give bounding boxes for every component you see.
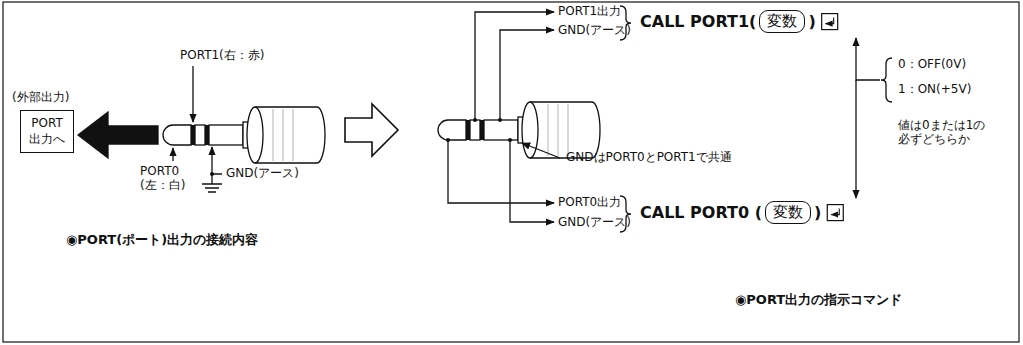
plug-sleeve [209,125,243,145]
pointer-arrow [522,143,560,158]
leader-line [172,148,173,161]
command-text: CALL PORT0 ( [640,203,762,222]
command-text: CALL PORT1( [640,12,756,31]
junction-dot [446,138,450,142]
variable-box: 変数 [765,201,811,225]
ground-symbol [202,184,222,192]
plug-body [255,107,325,163]
plug-ring [195,125,205,145]
plug-sleeve [484,120,518,140]
plug-tip [438,120,466,140]
signal-label: (外部出力) [12,90,69,104]
return-key [827,205,843,221]
variable-text: 変数 [773,203,803,223]
body-shade [548,104,549,156]
signal-label: GNDはPORT0とPORT1で共通 [566,150,732,164]
pointer-arrow [855,80,856,198]
junction-dot [508,138,512,142]
return-key [822,14,838,30]
variable-text: 変数 [767,12,797,32]
body-shade [558,104,559,156]
pointer-arrow [856,38,880,80]
junction-dot [498,118,502,122]
variable-box: 変数 [759,10,805,34]
wire [475,12,554,120]
box-text: PORT 出力へ [26,116,68,147]
plug-ring [470,120,480,140]
junction-dot [473,118,477,122]
figure-caption: ◉PORT(ポート)出力の接続内容 [66,232,258,248]
body-shade [568,104,569,156]
return-key-arrow [831,209,839,215]
plug-body-end [522,102,538,158]
hollow-arrow [345,104,398,156]
wire [510,140,554,222]
wire [500,30,554,120]
junction-dot [210,172,214,176]
body-shade [273,109,274,161]
body-shade [293,109,294,161]
output-arrow [78,112,158,158]
signal-label: 1：ON(+5V) [898,82,971,96]
signal-label: PORT0出力 [558,195,621,209]
body-shade [283,109,284,161]
plug-body-end [247,107,263,163]
signal-label: 値は0または1の 必ずどちらか [898,118,1008,147]
brace [881,58,892,102]
signal-label: GND(アース) [226,166,299,180]
plug-body [530,102,600,158]
leader-line [212,147,222,174]
signal-label: 0：OFF(0V) [898,57,966,71]
frame [3,2,1019,342]
signal-label: PORT1(右：赤) [180,48,264,62]
signal-label: PORT0 (左：白) [140,164,200,193]
figure-caption: ◉PORT出力の指示コマンド [735,292,902,308]
command-text: ) [808,12,815,31]
leader-line [192,66,193,122]
signal-label: GND(アース) [558,23,631,37]
command-text: ) [814,203,821,222]
signal-label: GND(アース) [558,215,631,229]
signal-label: PORT1出力 [558,4,621,18]
plug-tip [163,125,191,145]
output-box: PORT 出力へ [20,110,74,153]
return-key-arrow [826,18,834,24]
